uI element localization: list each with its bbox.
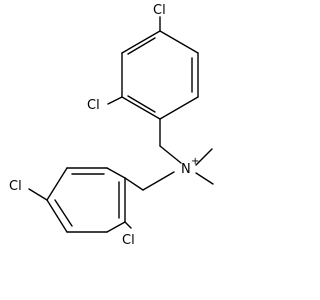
cl-label-lower-para: Cl [9,179,22,194]
bond [159,30,199,54]
bond [46,199,68,233]
methyl-bond [195,172,214,185]
nitrogen-charge: + [191,156,199,167]
cl-label-upper-ortho: Cl [87,98,100,113]
cl-label-upper-para: Cl [153,3,166,18]
lower-ring [28,167,132,233]
lower-ch2-bond [124,177,144,191]
upper-ring [107,16,199,120]
bond-to-cl-ortho-upper [107,96,123,105]
chemical-structure-diagram: Cl Cl N + Cl Cl [9,3,214,248]
cl-label-lower-ortho: Cl [122,233,135,248]
bond [106,221,126,233]
methyl-bond [195,148,213,166]
bond [159,96,199,120]
bond [121,96,161,120]
double-bond [127,95,156,113]
bond [106,167,126,179]
bond-to-cl-para-lower [28,188,48,201]
bond [121,30,161,54]
nitrogen-label: N [181,162,191,177]
double-bond [54,199,73,227]
bond-to-cl-ortho-lower [124,221,132,229]
upper-ch2-n-bond [159,145,182,164]
lower-ch2-n-bond [142,171,175,191]
double-bond [127,37,156,55]
bond [46,167,68,201]
